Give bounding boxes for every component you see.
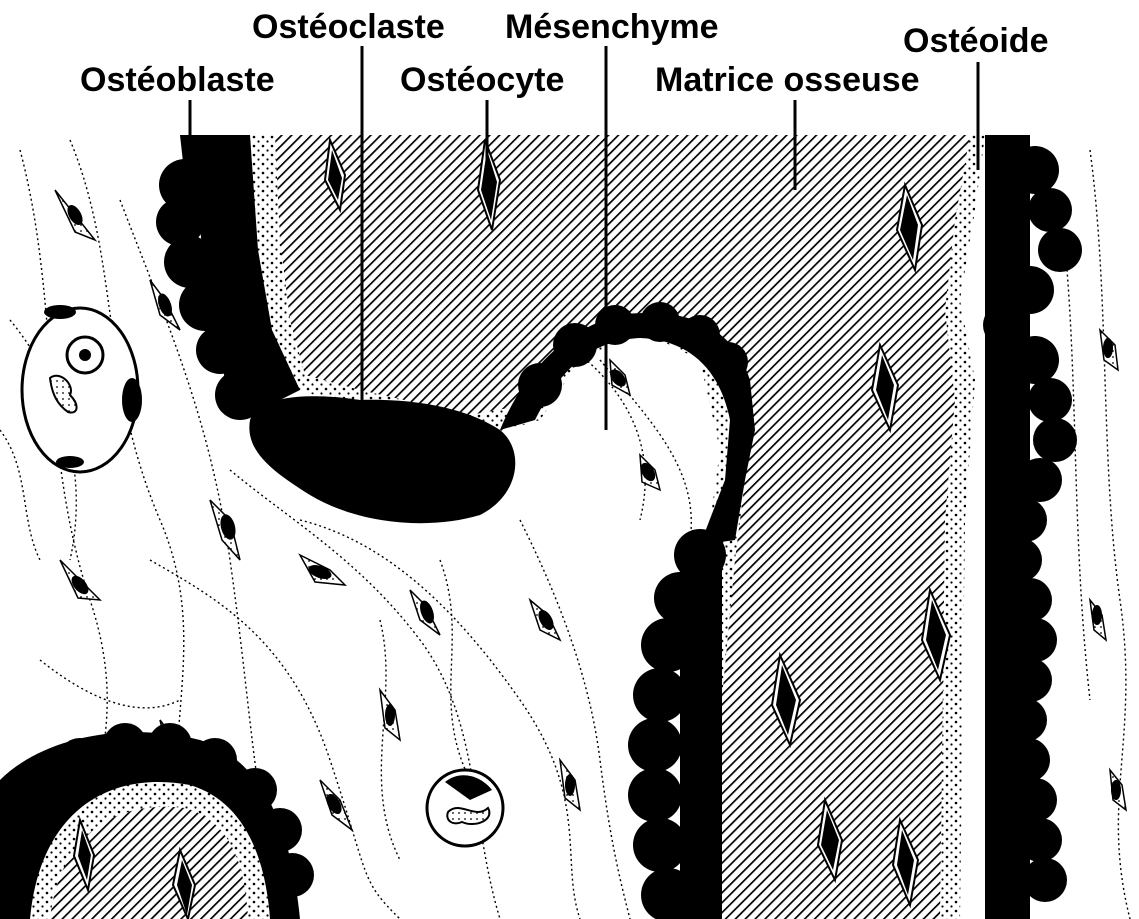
label-matrice-osseuse: Matrice osseuse xyxy=(655,61,920,99)
label-osteoclaste: Ostéoclaste xyxy=(252,8,445,46)
blood-vessel-small xyxy=(427,770,503,846)
label-osteocyte: Ostéocyte xyxy=(400,61,564,99)
label-mesenchyme: Mésenchyme xyxy=(505,8,719,46)
label-osteoide: Ostéoide xyxy=(903,22,1048,60)
label-osteoblaste: Ostéoblaste xyxy=(80,61,275,99)
